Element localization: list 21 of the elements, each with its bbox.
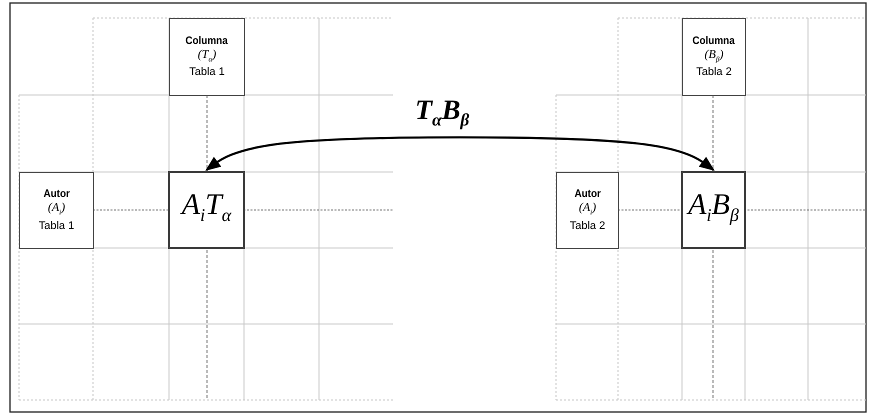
field-title: Columna: [186, 34, 228, 48]
field-box: [556, 172, 619, 249]
formula-text: A$_{i}$T$_{α}$: [182, 188, 232, 227]
symbol-text: (A$_{i}$): [578, 201, 596, 219]
table-name: Tabla 2: [570, 220, 606, 233]
field-box: [19, 172, 94, 249]
table-name: Tabla 1: [38, 220, 74, 233]
field-title: Autor: [43, 188, 70, 202]
product-box: [168, 171, 245, 249]
arrow: [205, 136, 715, 171]
symbol-text: (T$_{α}$): [198, 48, 216, 66]
table-name: Tabla 1: [189, 66, 225, 80]
field-box: [682, 18, 746, 96]
product-box: [681, 171, 746, 249]
table-name: Tabla 2: [696, 66, 732, 80]
symbol-text: (A$_{i}$): [48, 201, 66, 219]
field-title: Autor: [574, 188, 601, 202]
formula-text: A$_{i}$B$_{β}$: [688, 188, 739, 227]
field-title: Columna: [692, 34, 736, 48]
symbol-text: (B$_{β}$): [704, 48, 724, 66]
field-box: [169, 18, 245, 96]
